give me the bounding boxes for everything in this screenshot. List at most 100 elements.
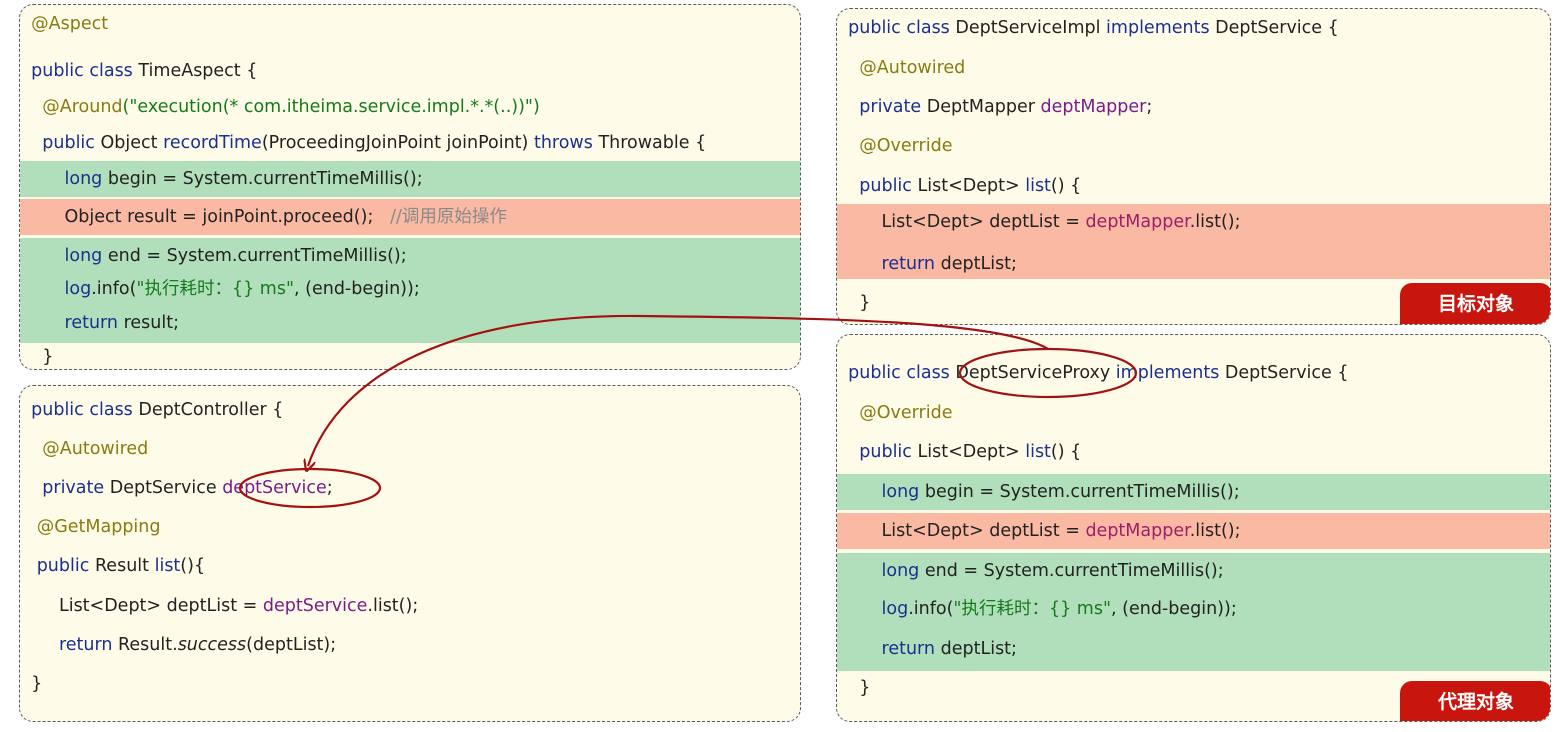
controller-close-brace-line: }	[20, 666, 800, 702]
proxy-end-line: long end = System.currentTimeMillis();	[837, 553, 1550, 671]
aspect-log-name: log	[64, 279, 92, 299]
controller-dept-service-ref: deptService	[262, 596, 368, 616]
proxy-public-keyword: public	[859, 442, 912, 462]
controller-list-method-name: list	[154, 556, 181, 576]
aspect-log-string: "执行耗时：{} ms"	[136, 279, 295, 299]
proxy-implements-keyword: implements	[1115, 363, 1220, 383]
aspect-log-info: .info(	[91, 279, 137, 299]
controller-class-name: DeptController {	[138, 400, 284, 420]
proxy-list-call: .list();	[1189, 521, 1241, 541]
proxy-object-badge: 代理对象	[1400, 681, 1550, 721]
throws-type: Throwable {	[598, 133, 707, 153]
aspect-log-args: , (end-begin));	[294, 279, 420, 299]
controller-list-call-line: List<Dept> deptList = deptService.list()…	[20, 588, 800, 624]
impl-close-brace-line: }	[837, 285, 1550, 321]
throws-keyword: throws	[533, 133, 593, 153]
proxy-class-keyword: public class	[848, 363, 950, 383]
aspect-begin-keyword: long	[64, 169, 103, 189]
aspect-begin-line: long begin = System.currentTimeMillis();	[20, 161, 800, 197]
proxy-class-name: DeptServiceProxy	[955, 363, 1111, 383]
proxy-log-string: "执行耗时：{} ms"	[953, 599, 1112, 619]
proxy-log-args: , (end-begin));	[1111, 599, 1237, 619]
controller-return-keyword: return	[58, 635, 113, 655]
controller-class-keyword: public class	[31, 400, 133, 420]
controller-list-call: .list();	[367, 596, 419, 616]
proxy-end-keyword: long	[881, 561, 920, 581]
controller-field-type: DeptService	[109, 478, 217, 498]
proxy-class-line: public class DeptServiceProxy implements…	[837, 355, 1550, 391]
impl-dept-mapper-ref: deptMapper	[1085, 212, 1190, 232]
record-time-method-name: recordTime	[163, 133, 262, 153]
proxy-interface-name: DeptService {	[1224, 363, 1349, 383]
aspect-begin-code: begin = System.currentTimeMillis();	[107, 169, 423, 189]
proxy-begin-code: begin = System.currentTimeMillis();	[924, 482, 1240, 502]
impl-public-keyword: public	[859, 176, 912, 196]
record-time-public-keyword: public	[42, 133, 95, 153]
aspect-annotation: @Aspect	[31, 14, 109, 34]
controller-success-method: success	[177, 635, 247, 655]
proxy-list-parens: () {	[1050, 442, 1082, 462]
aspect-log-line: log.info("执行耗时：{} ms", (end-begin));	[20, 271, 800, 307]
proxy-log-info: .info(	[908, 599, 954, 619]
impl-list-signature-line: public List<Dept> list() {	[837, 168, 1550, 204]
dept-controller-code-box: public class DeptController { @Autowired…	[19, 385, 801, 722]
proxy-return-keyword: return	[881, 639, 936, 659]
proxy-list-decl: List<Dept> deptList =	[881, 521, 1086, 541]
controller-field-line: private DeptService deptService;	[20, 470, 800, 506]
proxy-dept-mapper-ref: deptMapper	[1085, 521, 1190, 541]
aspect-end-code: end = System.currentTimeMillis();	[107, 246, 407, 266]
proxy-list-call-line: List<Dept> deptList = deptMapper.list();	[837, 513, 1550, 549]
impl-class-name: DeptServiceImpl	[955, 18, 1101, 38]
impl-autowired-line: @Autowired	[837, 50, 1550, 86]
aspect-proceed-code: Object result = joinPoint.proceed();	[64, 207, 374, 227]
impl-field-type: DeptMapper	[926, 97, 1035, 117]
aspect-end-keyword: long	[64, 246, 103, 266]
proxy-end-code: end = System.currentTimeMillis();	[924, 561, 1224, 581]
proxy-close-brace: }	[859, 678, 871, 698]
proxy-override-line: @Override	[837, 395, 1550, 431]
around-annotation: @Around	[42, 97, 123, 117]
controller-return-line: return Result.success(deptList);	[20, 627, 800, 663]
proxy-log-line: log.info("执行耗时：{} ms", (end-begin));	[837, 591, 1550, 627]
impl-autowired-annotation: @Autowired	[859, 58, 966, 78]
record-time-return-type: Object	[100, 133, 158, 153]
proxy-list-signature-line: public List<Dept> list() {	[837, 434, 1550, 470]
impl-field-line: private DeptMapper deptMapper;	[837, 89, 1550, 125]
impl-list-method-name: list	[1025, 176, 1051, 196]
controller-close-brace: }	[31, 674, 43, 694]
impl-list-call-line: List<Dept> deptList = deptMapper.list();	[837, 204, 1550, 279]
proxy-begin-keyword: long	[881, 482, 920, 502]
proxy-log-name: log	[881, 599, 909, 619]
impl-private-keyword: private	[859, 97, 922, 117]
controller-private-keyword: private	[42, 478, 105, 498]
around-line: @Around("execution(* com.itheima.service…	[20, 89, 800, 125]
dept-service-impl-code-box: public class DeptServiceImpl implements …	[836, 8, 1551, 325]
controller-dept-service-field: deptService	[222, 478, 327, 498]
dept-service-proxy-code-box: public class DeptServiceProxy implements…	[836, 334, 1551, 722]
aspect-class-keyword: public class	[31, 61, 133, 81]
impl-return-line: return deptList;	[837, 246, 1550, 282]
impl-list-call: .list();	[1189, 212, 1241, 232]
impl-override-annotation: @Override	[859, 136, 953, 156]
impl-return-keyword: return	[881, 254, 936, 274]
impl-list-decl: List<Dept> deptList =	[881, 212, 1086, 232]
aspect-class-name: TimeAspect {	[138, 61, 258, 81]
controller-autowired-line: @Autowired	[20, 431, 800, 467]
proxy-list-method-name: list	[1025, 442, 1051, 462]
controller-field-semicolon: ;	[326, 478, 333, 498]
proxy-return-line: return deptList;	[837, 631, 1550, 667]
controller-class-line: public class DeptController {	[20, 392, 800, 428]
controller-list-parens: (){	[180, 556, 206, 576]
impl-class-keyword: public class	[848, 18, 950, 38]
around-expression: ("execution(* com.itheima.service.impl.*…	[122, 97, 540, 117]
controller-list-signature-line: public Result list(){	[20, 548, 800, 584]
controller-result-class: Result.	[118, 635, 178, 655]
impl-implements-keyword: implements	[1106, 18, 1210, 38]
controller-autowired-annotation: @Autowired	[42, 439, 149, 459]
aspect-close-brace-line: }	[20, 339, 800, 369]
controller-success-args: (deptList);	[246, 635, 337, 655]
time-aspect-code-box: @Aspect public class TimeAspect { @Aroun…	[19, 4, 801, 370]
impl-class-line: public class DeptServiceImpl implements …	[837, 10, 1550, 46]
proxy-close-brace-line: }	[837, 670, 1550, 706]
aspect-annotation-line: @Aspect	[20, 6, 800, 42]
